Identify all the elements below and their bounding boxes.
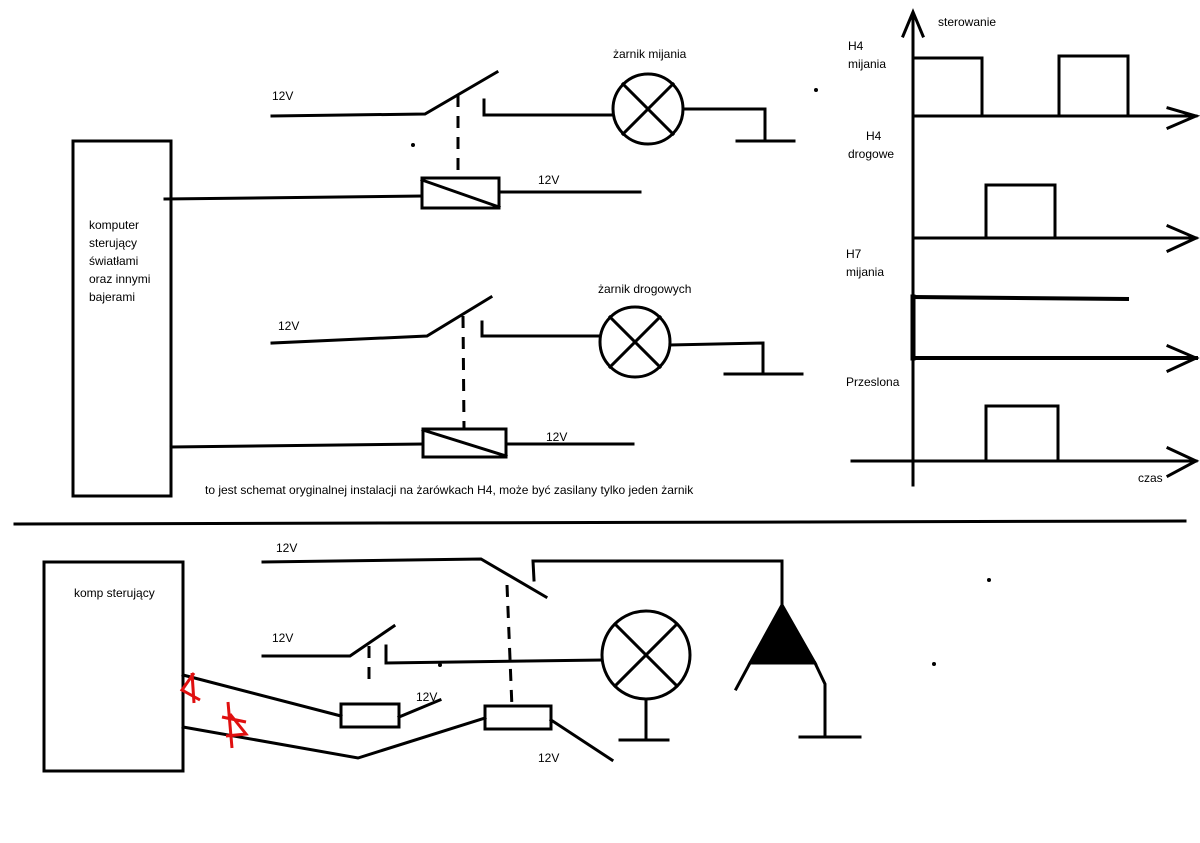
lamp-icon — [611, 72, 685, 146]
divider — [13, 519, 1187, 526]
wire — [681, 107, 767, 143]
wire — [668, 341, 765, 376]
lamp-icon — [598, 305, 672, 379]
signal-pulse — [911, 56, 984, 118]
relay-coil-icon — [339, 702, 401, 729]
signal-label: Przeslona — [846, 375, 900, 389]
wire — [480, 320, 600, 338]
diode-icon — [179, 672, 201, 704]
controller-label: oraz innymi — [89, 272, 150, 286]
relay-switch — [261, 557, 549, 600]
wire — [384, 644, 604, 665]
relay-link — [505, 584, 514, 709]
triode-icon — [733, 601, 862, 739]
wire — [482, 98, 614, 117]
lamp-label: żarnik drogowych — [598, 282, 691, 296]
controller-box — [42, 560, 185, 773]
wire — [163, 194, 424, 201]
supply-label: 12V — [272, 89, 293, 103]
relay-switch — [270, 69, 500, 118]
low-beam-circuit: 12V żarnik mijania 12V — [163, 47, 796, 210]
supply-label: 12V — [276, 541, 297, 555]
signal-label: mijania — [848, 57, 886, 71]
signal-pulse — [910, 294, 1130, 302]
controller-label: sterujący — [89, 236, 137, 250]
supply-label: 12V — [538, 751, 559, 765]
y-axis-label: sterowanie — [938, 15, 996, 29]
wire — [181, 716, 487, 760]
relay-switch — [261, 623, 397, 658]
supply-label: 12V — [416, 690, 437, 704]
arrow-icon — [1166, 344, 1200, 373]
high-beam-circuit: 12V żarnik drogowych 12V — [169, 282, 804, 459]
signal-pulse — [984, 404, 1060, 463]
controller-label: bajerami — [89, 290, 135, 304]
signal-label: mijania — [846, 265, 884, 279]
relay-coil-icon — [420, 176, 501, 210]
signal-label: H7 — [846, 247, 862, 261]
supply-label: 12V — [272, 631, 293, 645]
relay-link — [461, 315, 466, 429]
lamp-label: żarnik mijania — [613, 47, 687, 61]
supply-label: 12V — [538, 173, 559, 187]
signal-label: H4 — [866, 129, 882, 143]
arrow-icon — [901, 8, 925, 38]
wire — [169, 442, 425, 449]
controller-label: komp sterujący — [74, 586, 155, 600]
relay-coil-icon — [483, 704, 553, 731]
caption: to jest schemat oryginalnej instalacji n… — [205, 483, 694, 497]
arrow-icon — [1165, 446, 1200, 479]
relay-coil-icon — [421, 427, 508, 459]
signal-label: drogowe — [848, 147, 894, 161]
diode-icon — [221, 701, 249, 749]
controller-label: światłami — [89, 254, 138, 268]
arrow-icon — [1166, 224, 1200, 253]
signal-label: H4 — [848, 39, 864, 53]
supply-label: 12V — [278, 319, 299, 333]
signal-pulse — [984, 183, 1057, 240]
lamp-icon — [600, 609, 692, 701]
x-axis-label: czas — [1138, 471, 1163, 485]
relay-switch — [270, 294, 494, 345]
controller-box — [71, 139, 173, 498]
timing-diagram: sterowanie czas H4 mijania H4 drogowe H7… — [846, 8, 1200, 487]
signal-pulse — [1057, 54, 1130, 118]
wire — [531, 559, 784, 607]
supply-label: 12V — [546, 430, 567, 444]
wire — [181, 673, 343, 718]
arrow-icon — [1166, 106, 1200, 130]
controller-label: komputer — [89, 218, 139, 232]
